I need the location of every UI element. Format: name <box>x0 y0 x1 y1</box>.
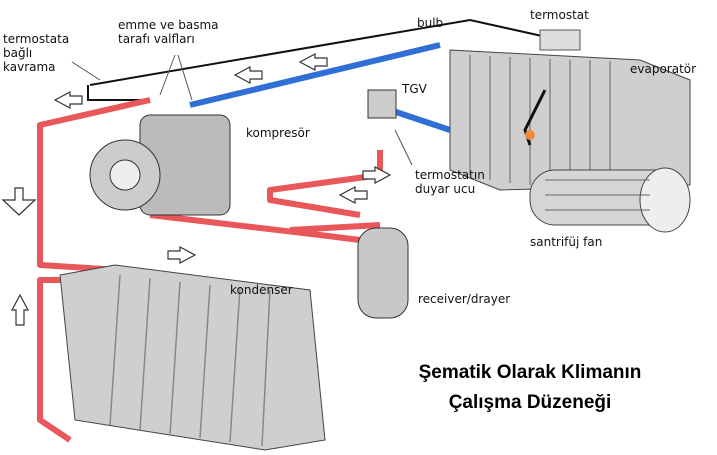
label-thermostat: termostat <box>530 8 589 22</box>
label-fan: santrifüj fan <box>530 235 603 249</box>
leader-lines <box>71 54 413 166</box>
label-line: tarafı valfları <box>118 32 195 46</box>
evaporator <box>449 49 691 191</box>
label-line: duyar ucu <box>415 182 476 196</box>
label-bulb: bulb <box>417 16 444 30</box>
condenser <box>59 264 326 451</box>
label-compressor: kompresör <box>246 126 310 140</box>
expansion-valve <box>367 89 397 119</box>
label-valves: emme ve basma tarafı valfları <box>118 18 219 46</box>
label-evaporator: evaporatör <box>630 62 697 76</box>
diagram-title: Şematik Olarak Klimanın Çalışma Düzeneği <box>370 358 690 418</box>
flow-arrows <box>1 53 392 326</box>
label-line: termostata <box>3 32 70 46</box>
receiver-drier <box>357 227 409 319</box>
centrifugal-fan <box>529 167 691 233</box>
thermostat <box>539 29 581 51</box>
thermostat-wire <box>89 18 561 86</box>
label-condenser: kondenser <box>230 283 293 297</box>
title-line: Şematik Olarak Klimanın <box>418 362 642 383</box>
title-line: Çalışma Düzeneği <box>448 392 612 413</box>
label-line: bağlı <box>3 46 33 60</box>
label-clutch: termostata bağlı kavrama <box>3 32 69 74</box>
label-line: termostatın <box>415 168 485 182</box>
label-tgv: TGV <box>402 82 427 96</box>
label-sensor: termostatın duyar ucu <box>415 168 485 196</box>
low-pressure-lines <box>189 42 451 133</box>
label-line: kavrama <box>3 60 56 74</box>
compressor <box>89 114 231 216</box>
label-receiver: receiver/drayer <box>418 292 511 306</box>
label-line: emme ve basma <box>118 18 219 32</box>
